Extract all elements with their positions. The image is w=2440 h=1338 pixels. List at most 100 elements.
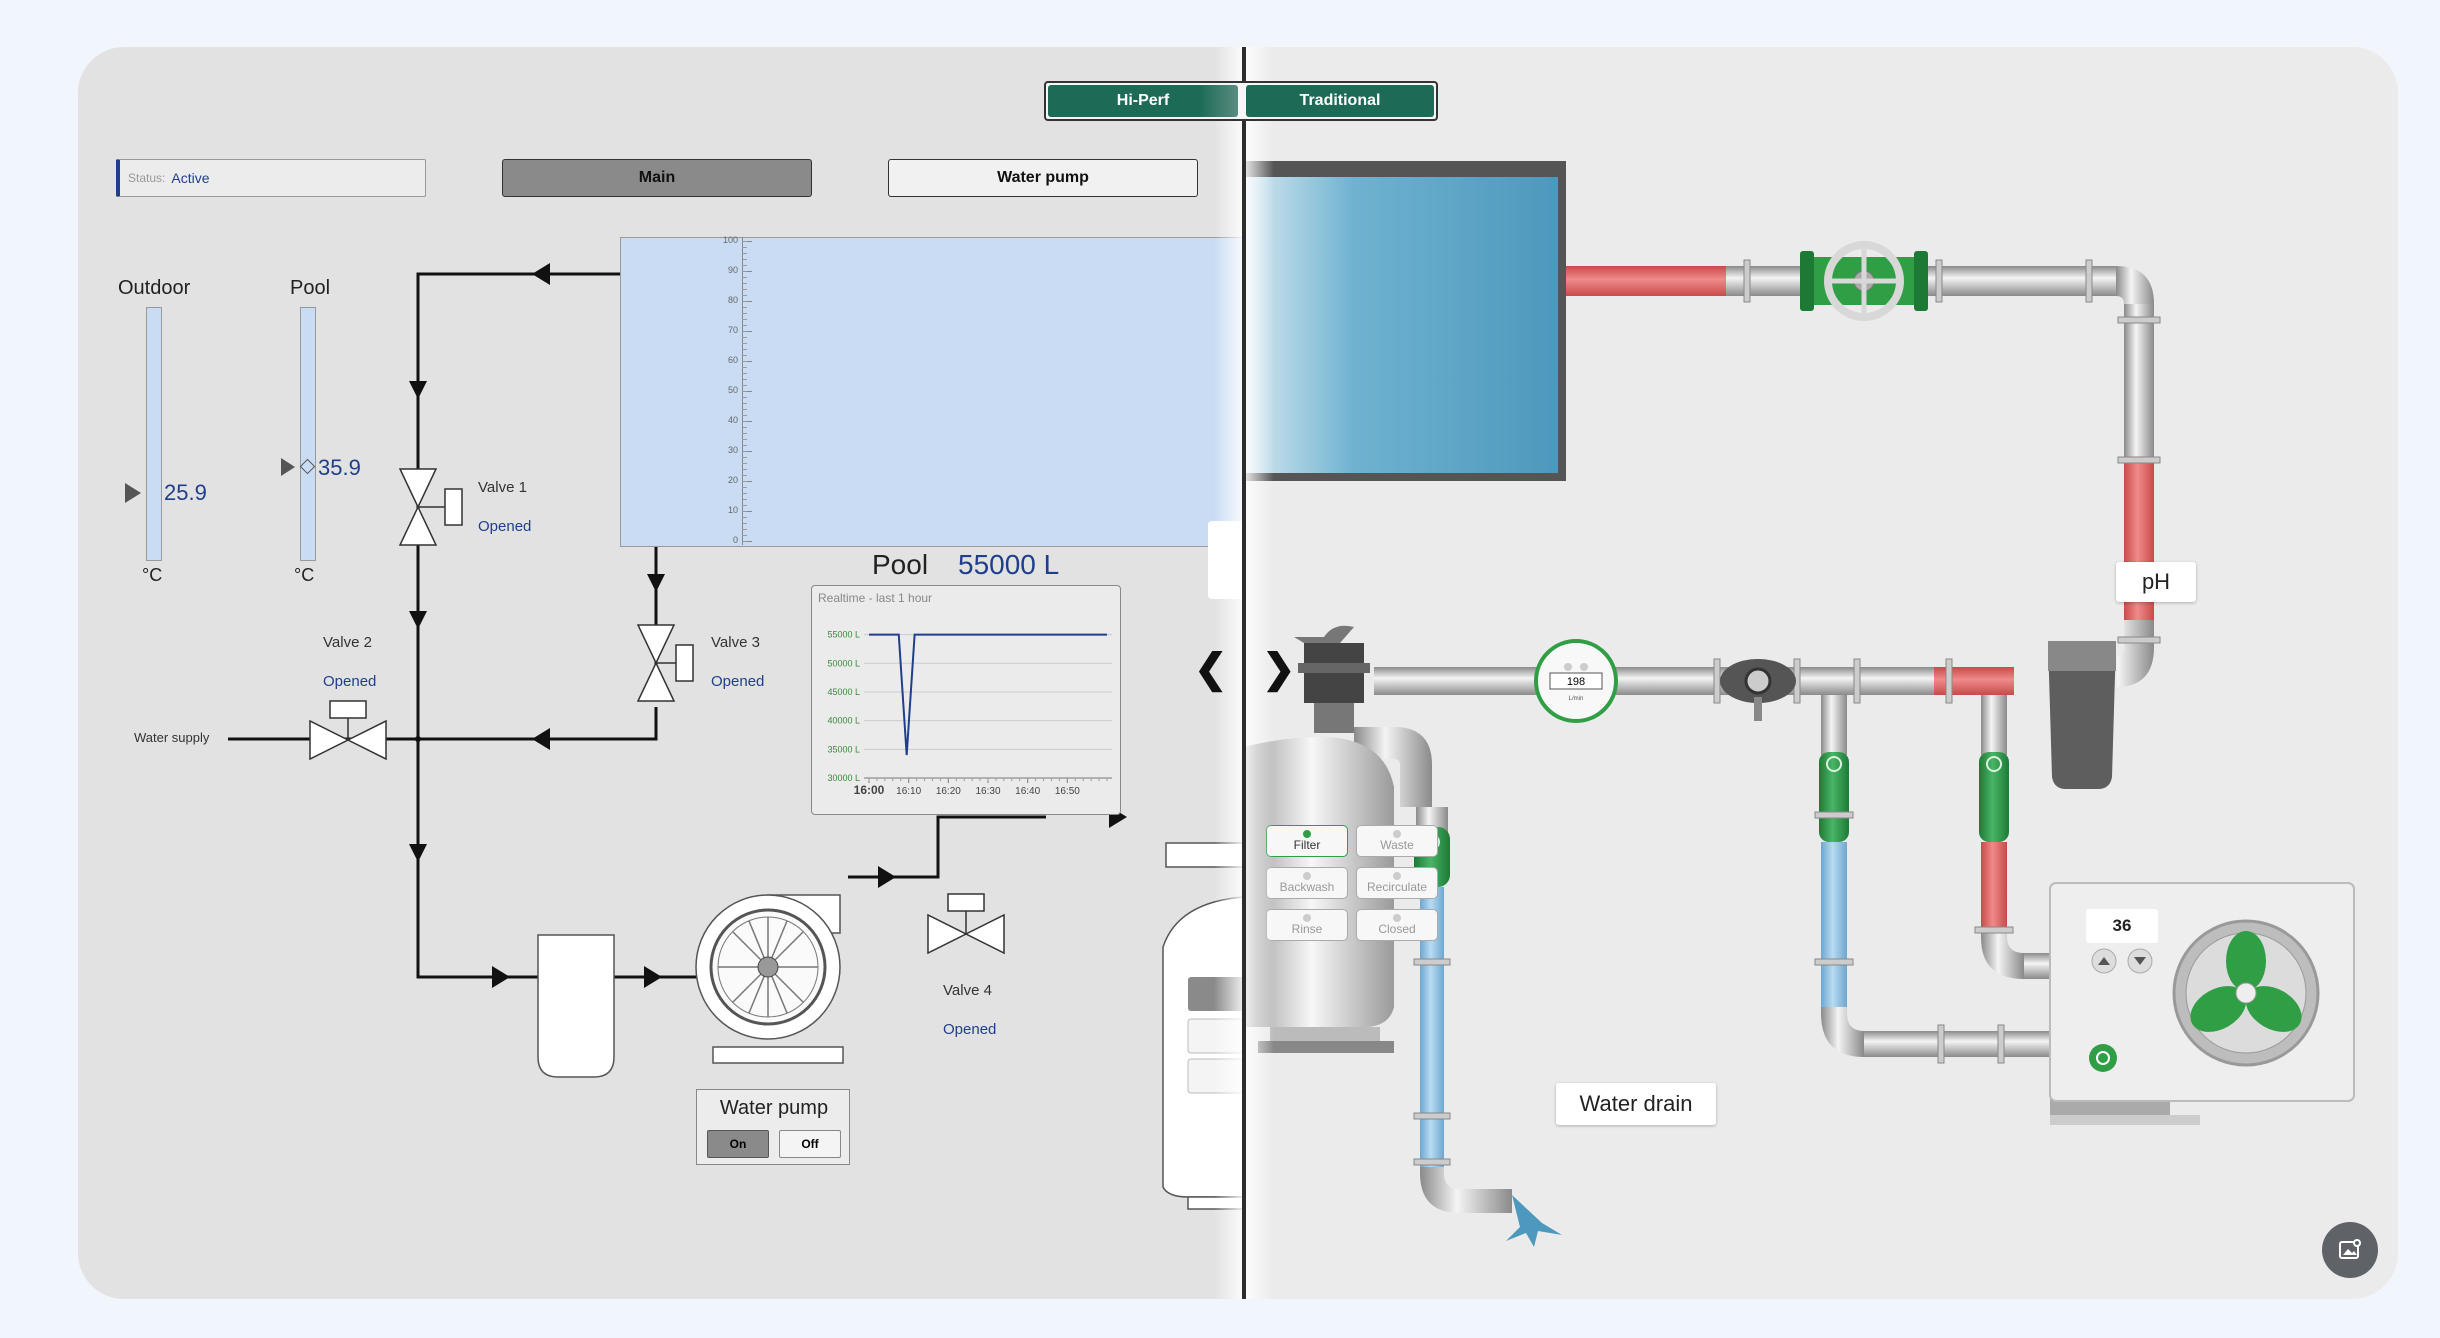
tank-scale-minor-tick [742,433,747,434]
chart-y-tick: 35000 L [827,744,860,754]
tank-scale-minor-tick [742,487,747,488]
tank-scale-minor-tick [742,409,747,410]
tank-scale-minor-tick [742,391,747,392]
tank-scale-minor-tick [742,505,747,506]
tank-scale-minor-tick [742,355,747,356]
filter-option-filter[interactable]: Filter [1266,825,1348,857]
valve-2-name: Valve 2 [323,634,372,651]
tank-scale-minor-tick [742,523,747,524]
chart-series-line [869,633,1107,756]
water-supply-label: Water supply [134,730,210,745]
heater-down-button[interactable] [2126,947,2154,975]
chart-y-tick: 30000 L [827,773,860,783]
tank-scale-minor-tick [742,493,747,494]
tank-scale-minor-tick [742,535,747,536]
filter-option-closed[interactable]: Closed [1356,909,1438,941]
tank-scale-minor-tick [742,325,747,326]
tank-scale-minor-tick [742,373,747,374]
filter-option-backwash[interactable]: Backwash [1266,867,1348,899]
tank-scale-minor-tick [742,397,747,398]
tank-scale-minor-tick [742,469,747,470]
tank-scale-minor-tick [742,253,747,254]
outdoor-value: 25.9 [164,480,207,505]
traditional-button[interactable]: Traditional [1246,85,1434,117]
tank-scale-label: 0 [732,535,738,545]
tank-scale-minor-tick [742,313,747,314]
flow-arrow [532,263,550,285]
outdoor-thermometer-bar [146,307,162,561]
tank-scale-tick [742,271,752,272]
tank-scale-minor-tick [742,511,747,512]
flow-arrow [409,381,427,399]
image-settings-button[interactable] [2322,1222,2378,1278]
tank-scale-minor-tick [742,541,747,542]
flowmeter: 198 L/min [1534,639,1618,723]
ph-label: pH [2116,562,2196,602]
heater-up-button[interactable] [2090,947,2118,975]
pump-panel-title: Water pump [719,1097,829,1119]
valve-3-name: Valve 3 [711,634,760,651]
tank-scale-minor-tick [742,241,747,242]
pump-panel: Water pump On Off [696,1089,850,1165]
tank-scale-minor-tick [742,277,747,278]
tank-scale-tick [742,421,752,422]
valve-1-name: Valve 1 [478,479,527,496]
pool-thermometer-bar [300,307,316,561]
valve-1-state: Opened [478,518,532,535]
pump-off-button[interactable]: Off [779,1130,841,1158]
tank-scale-tick [742,241,752,242]
tank-scale-label: 60 [727,355,738,365]
flowmeter-value: 198 [1567,676,1585,688]
filter-option-recirculate[interactable]: Recirculate [1356,867,1438,899]
flow-arrow [409,611,427,629]
flowmeter-unit: L/min [1569,696,1584,702]
chart-y-tick: 40000 L [827,716,860,726]
flow-arrow [647,574,665,592]
status-field: Status: Active [116,159,426,197]
pipe-schematic [228,263,1244,1210]
tank-scale-tick [742,331,752,332]
tank-scale-minor-tick [742,343,747,344]
heat-pump [2049,882,2355,1125]
tank-scale-minor-tick [742,307,747,308]
tank-scale-minor-tick [742,403,747,404]
chevron-right-icon[interactable]: ❯ [1262,647,1296,691]
tank-scale-minor-tick [742,247,747,248]
hi-perf-button[interactable]: Hi-Perf [1048,85,1238,117]
image-settings-icon [2339,1239,2361,1259]
flow-arrow [492,966,510,988]
valve-3-symbol [636,624,694,702]
filter-option-rinse[interactable]: Rinse [1266,909,1348,941]
tank-scale-minor-tick [742,283,747,284]
compare-divider[interactable] [1242,47,1246,1299]
chevron-left-icon[interactable]: ❮ [1194,647,1228,691]
tank-scale-minor-tick [742,451,747,452]
tank-scale-label: 100 [722,235,738,245]
pool-water [1244,177,1558,473]
tank-scale-label: 40 [727,415,738,425]
tank-scale-minor-tick [742,517,747,518]
filter-option-waste[interactable]: Waste [1356,825,1438,857]
tank-scale-minor-tick [742,475,747,476]
main-button[interactable]: Main [502,159,812,197]
chart-y-tick: 55000 L [827,630,860,640]
tank-scale-minor-tick [742,379,747,380]
chart-x-tick: 16:40 [1015,786,1040,797]
heater-power-button[interactable] [2088,1043,2118,1073]
tank-scale-label: 70 [727,325,738,335]
chart-x-tick: 16:10 [896,786,921,797]
v3-pipe-return [418,707,658,741]
tank-scale-tick [742,541,752,542]
chart-x-tick: 16:00 [854,783,885,797]
status-label: Status: [128,171,166,185]
pool-marker-icon [281,458,295,476]
tank-scale-label: 80 [727,295,738,305]
pump-on-button[interactable]: On [707,1130,769,1158]
tank-scale-label: 30 [727,445,738,455]
water-pump-button[interactable]: Water pump [888,159,1198,197]
pump-symbol [695,894,844,1064]
valve-2-state: Opened [323,673,377,690]
pool-tank [620,237,1244,547]
pool-label: Pool [872,549,929,580]
